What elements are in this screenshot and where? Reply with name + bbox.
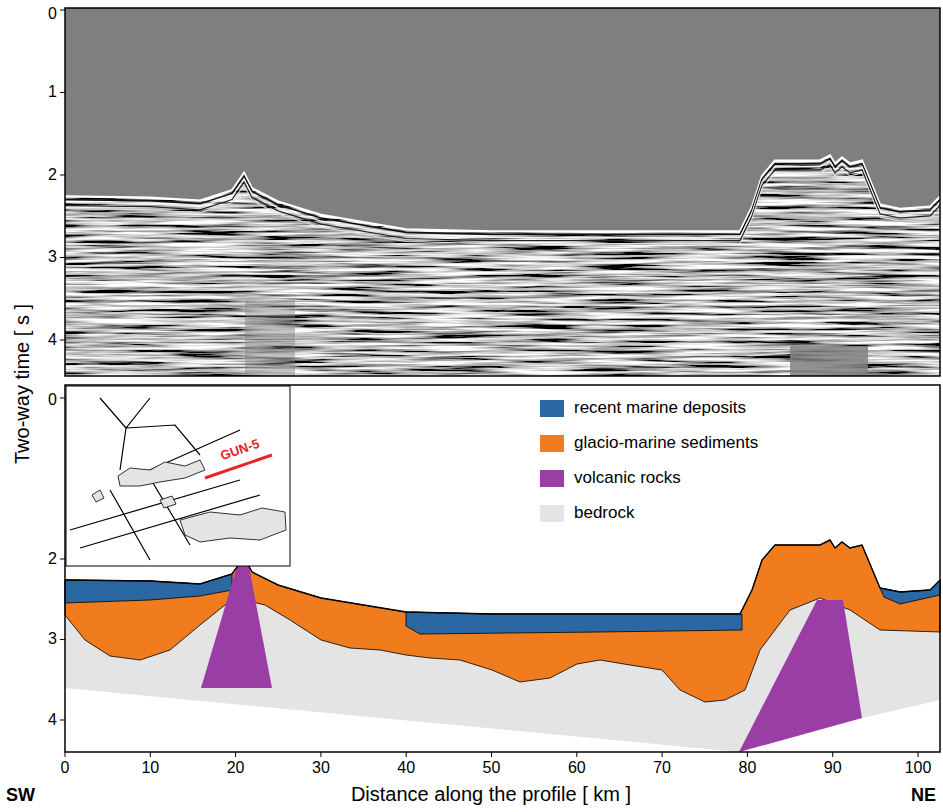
legend-entry: recent marine deposits: [540, 398, 746, 418]
profile-label: GUN-5: [219, 437, 262, 464]
legend-entry: glacio-marine sediments: [540, 433, 758, 453]
tick-label: 50: [483, 759, 501, 777]
direction-label: NE: [911, 786, 936, 806]
legend-swatch: [540, 505, 564, 522]
tick-label: 0: [61, 759, 70, 777]
tick-label: 60: [568, 759, 586, 777]
tick-label: 80: [738, 759, 756, 777]
legend-text: recent marine deposits: [574, 398, 746, 418]
direction-label: SW: [6, 786, 35, 806]
tick-label: 1: [48, 83, 57, 101]
tick-label: 4: [48, 711, 57, 729]
tick-label: 0: [48, 5, 57, 23]
axis-title: Distance along the profile [ km ]: [351, 783, 631, 805]
tick-label: 0: [48, 391, 57, 409]
tick-label: 4: [48, 331, 57, 349]
seismic-section: [65, 8, 940, 376]
legend-entry: bedrock: [540, 503, 634, 523]
tick-label: 70: [653, 759, 671, 777]
legend-swatch: [540, 470, 564, 487]
axis-ticks: [60, 10, 918, 757]
legend-swatch: [540, 435, 564, 452]
legend-text: volcanic rocks: [574, 468, 681, 488]
interpretation-section: [65, 385, 940, 752]
tick-label: 100: [905, 759, 932, 777]
tick-label: 90: [824, 759, 842, 777]
tick-label: 3: [48, 630, 57, 648]
legend-text: bedrock: [574, 503, 634, 523]
tick-label: 2: [48, 166, 57, 184]
legend-swatch: [540, 400, 564, 417]
inset-map: [66, 386, 290, 566]
tick-label: 30: [312, 759, 330, 777]
tick-label: 20: [227, 759, 245, 777]
tick-label: 10: [141, 759, 159, 777]
legend-entry: volcanic rocks: [540, 468, 681, 488]
tick-label: 3: [48, 248, 57, 266]
tick-label: 2: [48, 550, 57, 568]
axis-title: Two-way time [ s ]: [11, 304, 33, 464]
tick-label: 40: [397, 759, 415, 777]
legend-text: glacio-marine sediments: [574, 433, 758, 453]
